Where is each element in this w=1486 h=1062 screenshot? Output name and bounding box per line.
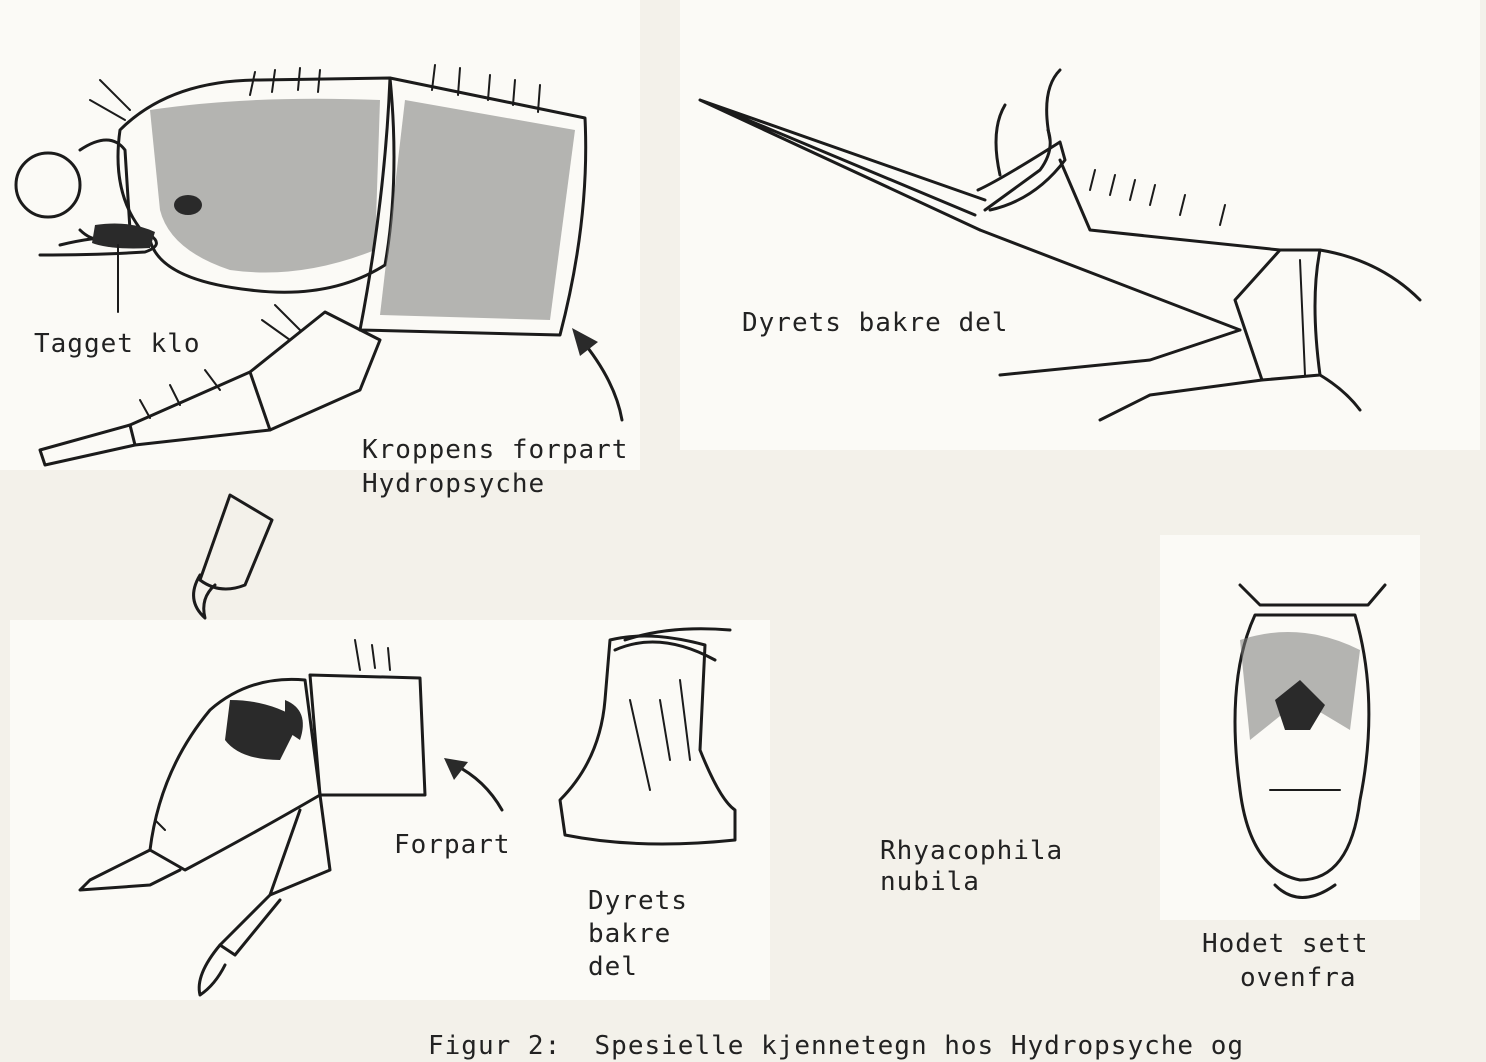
label-bakre: bakre (588, 918, 671, 950)
label-tagget-klo: Tagget klo (34, 328, 201, 360)
label-forpart: Forpart (394, 829, 511, 861)
label-rhyacophila: Rhyacophila (880, 835, 1063, 867)
label-hodet-sett: Hodet sett (1202, 928, 1369, 960)
rhyacophila-leg-drawing (80, 640, 502, 995)
rhyacophila-hind-drawing (560, 629, 735, 844)
label-nubila: nubila (880, 866, 980, 898)
label-kroppens-forpart: Kroppens forpart (362, 434, 628, 466)
label-ovenfra: ovenfra (1240, 962, 1357, 994)
figure-caption: Figur 2: Spesielle kjennetegn hos Hydrop… (428, 1030, 1244, 1062)
label-dyrets-bakre-del-top: Dyrets bakre del (742, 307, 1008, 339)
hydropsyche-hind-drawing (700, 70, 1420, 420)
head-from-above-drawing (1235, 585, 1385, 898)
label-dyrets: Dyrets (588, 885, 688, 917)
label-del: del (588, 951, 638, 983)
label-hydropsyche: Hydropsyche (362, 468, 545, 500)
